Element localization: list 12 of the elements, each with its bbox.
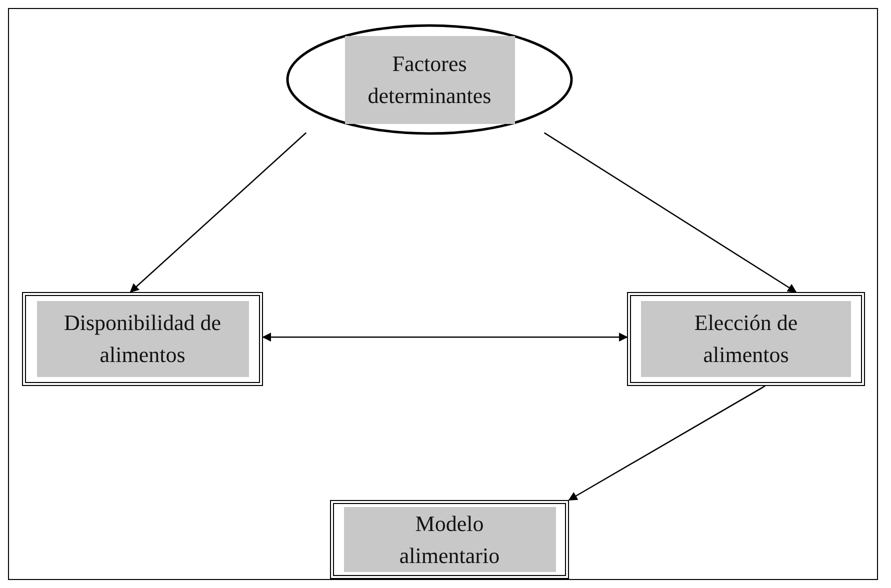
arrow xyxy=(544,132,797,293)
arrow xyxy=(568,385,766,501)
arrow xyxy=(130,132,307,293)
process-box xyxy=(627,292,865,386)
process-box xyxy=(330,500,569,579)
process-box xyxy=(22,292,263,386)
node-label: Elección de alimentos xyxy=(641,301,851,377)
ellipse-node xyxy=(286,24,573,135)
node-label: Disponibilidad de alimentos xyxy=(36,301,248,377)
node-label: Modelo alimentario xyxy=(344,507,556,572)
arrow xyxy=(262,332,628,342)
node-label: Factores determinantes xyxy=(344,36,514,124)
